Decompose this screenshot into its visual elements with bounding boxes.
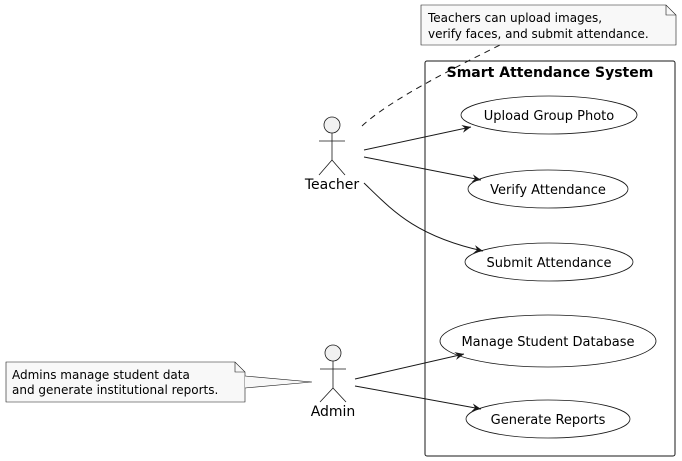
admin-label: Admin [311,404,356,420]
admin-note-line-2: and generate institutional reports. [12,383,218,397]
teacher-note-line-1: Teachers can upload images, [427,11,602,25]
teacher-label: Teacher [304,177,360,193]
teacher-to-submit-arrow [363,182,484,253]
use-case-submit: Submit Attendance [464,242,634,282]
system-boundary: Smart Attendance System [424,60,676,457]
use-case-verify: Verify Attendance [467,169,629,209]
use-case-submit-label: Submit Attendance [487,256,612,271]
use-case-upload: Upload Group Photo [460,95,638,135]
teacher-to-upload-arrow [363,124,472,151]
teacher-actor-icon [323,116,341,134]
teacher-note-line-2: verify faces, and submit attendance. [428,27,649,41]
use-case-reports-label: Generate Reports [491,413,606,428]
use-case-upload-label: Upload Group Photo [484,109,615,124]
admin-actor-icon [324,344,342,362]
admin-to-manage-arrow [354,352,465,380]
use-case-verify-label: Verify Attendance [490,183,606,198]
use-case-reports: Generate Reports [465,399,631,439]
use-case-manage-label: Manage Student Database [461,335,634,350]
admin-note: Admins manage student data and generate … [5,361,313,403]
use-case-manage: Manage Student Database [439,314,657,368]
admin-note-line-1: Admins manage student data [12,368,190,382]
system-title: Smart Attendance System [447,65,654,81]
teacher-to-verify-arrow [363,156,482,183]
admin-to-reports-arrow [354,385,482,412]
admin-actor: Admin [311,344,356,420]
teacher-note: Teachers can upload images, verify faces… [420,4,677,46]
teacher-note-connector [361,44,501,127]
teacher-actor: Teacher [304,116,360,193]
